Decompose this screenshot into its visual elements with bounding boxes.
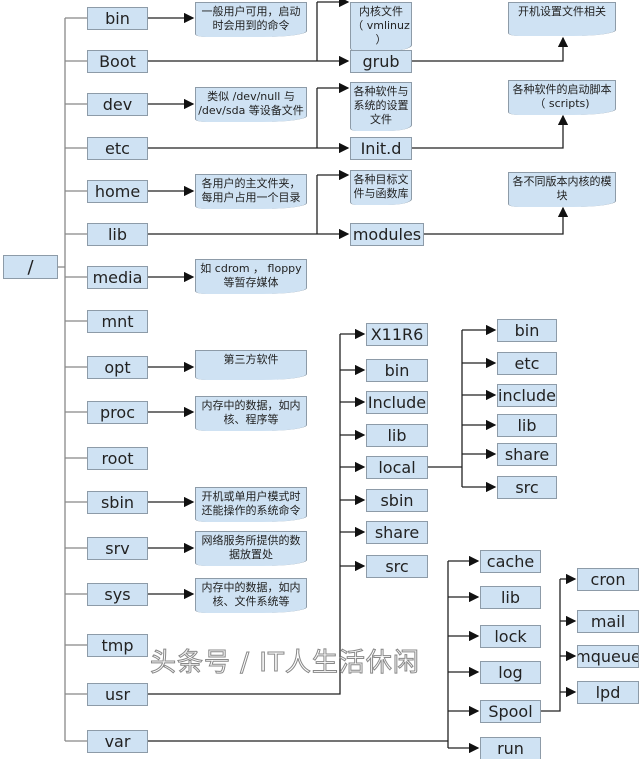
note-boot_vmlinuz: 内核文件 （ vmlinuz ） bbox=[350, 2, 412, 51]
note-sbin: 开机或单用户模式时还能操作的系统命令 bbox=[195, 487, 307, 522]
dir-media: media bbox=[87, 266, 148, 289]
local-share: share bbox=[497, 443, 557, 466]
note-initd_desc: 各种软件的启动脚本 （ scripts) bbox=[508, 80, 616, 115]
dir-tmp: tmp bbox=[87, 634, 148, 657]
dir-var: var bbox=[87, 730, 148, 753]
dir-proc: proc bbox=[87, 401, 148, 424]
dir-srv: srv bbox=[87, 537, 148, 560]
note-dev: 类似 /dev/null 与 /dev/sda 等设备文件 bbox=[195, 87, 307, 122]
dir-etc: etc bbox=[87, 137, 148, 160]
note-modules_desc: 各不同版本内核的模块 bbox=[508, 172, 616, 207]
usr-local: local bbox=[366, 456, 428, 479]
note-proc: 内存中的数据，如内核、程序等 bbox=[195, 396, 307, 431]
note-etc_desc: 各种软件与系统的设置文件 bbox=[350, 82, 412, 131]
var-spool: Spool bbox=[480, 700, 541, 723]
dir-etc-child: Init.d bbox=[350, 137, 412, 160]
connector bbox=[412, 114, 569, 149]
dir-opt: opt bbox=[87, 356, 148, 379]
spool-mail: mail bbox=[577, 610, 639, 633]
note-sys: 内存中的数据，如内核、文件系统等 bbox=[195, 578, 307, 613]
note-lib_desc: 各种目标文件与函数库 bbox=[350, 170, 412, 205]
local-etc: etc bbox=[497, 352, 557, 375]
note-opt: 第三方软件 bbox=[195, 350, 307, 380]
usr-sbin: sbin bbox=[366, 489, 428, 512]
connector bbox=[412, 36, 569, 62]
dir-boot: Boot bbox=[87, 50, 148, 73]
dir-lib: lib bbox=[87, 223, 148, 246]
local-include: include bbox=[497, 384, 557, 407]
usr-src: src bbox=[366, 555, 428, 578]
dir-sbin: sbin bbox=[87, 491, 148, 514]
usr-bin: bin bbox=[366, 359, 428, 382]
var-log: log bbox=[480, 661, 541, 684]
usr-x11r6: X11R6 bbox=[366, 323, 428, 346]
var-lib: lib bbox=[480, 586, 541, 609]
dir-boot-child: grub bbox=[350, 50, 412, 73]
connector bbox=[424, 206, 569, 235]
usr-share: share bbox=[366, 521, 428, 544]
note-srv: 网络服务所提供的数据放置处 bbox=[195, 531, 307, 566]
spool-mqueue: mqueue bbox=[577, 645, 639, 668]
dir-dev: dev bbox=[87, 93, 148, 116]
dir-root: root bbox=[87, 447, 148, 470]
local-src: src bbox=[497, 476, 557, 499]
usr-lib: lib bbox=[366, 424, 428, 447]
dir-usr: usr bbox=[87, 683, 148, 706]
dir-lib-child: modules bbox=[350, 223, 424, 246]
dir-bin: bin bbox=[87, 7, 148, 30]
root-dir: / bbox=[3, 255, 58, 279]
note-home: 各用户的主文件夹，每用户占用一个目录 bbox=[195, 174, 307, 209]
note-media: 如 cdrom ， floppy 等暂存媒体 bbox=[195, 259, 307, 294]
spool-cron: cron bbox=[577, 568, 639, 591]
connector bbox=[541, 579, 561, 712]
var-run: run bbox=[480, 737, 541, 759]
local-lib: lib bbox=[497, 414, 557, 437]
local-bin: bin bbox=[497, 319, 557, 342]
note-grub_desc: 开机设置文件相关 bbox=[508, 2, 616, 36]
dir-home: home bbox=[87, 180, 148, 203]
spool-lpd: lpd bbox=[577, 681, 639, 704]
dir-sys: sys bbox=[87, 583, 148, 606]
note-bin: 一般用户可用，启动时会用到的命令 bbox=[195, 2, 307, 37]
connector bbox=[148, 334, 341, 695]
watermark: 头条号 / IT人生活休闲 bbox=[150, 648, 420, 679]
dir-mnt: mnt bbox=[87, 310, 148, 333]
var-lock: lock bbox=[480, 625, 541, 648]
usr-include: Include bbox=[366, 391, 428, 414]
var-cache: cache bbox=[480, 550, 541, 573]
